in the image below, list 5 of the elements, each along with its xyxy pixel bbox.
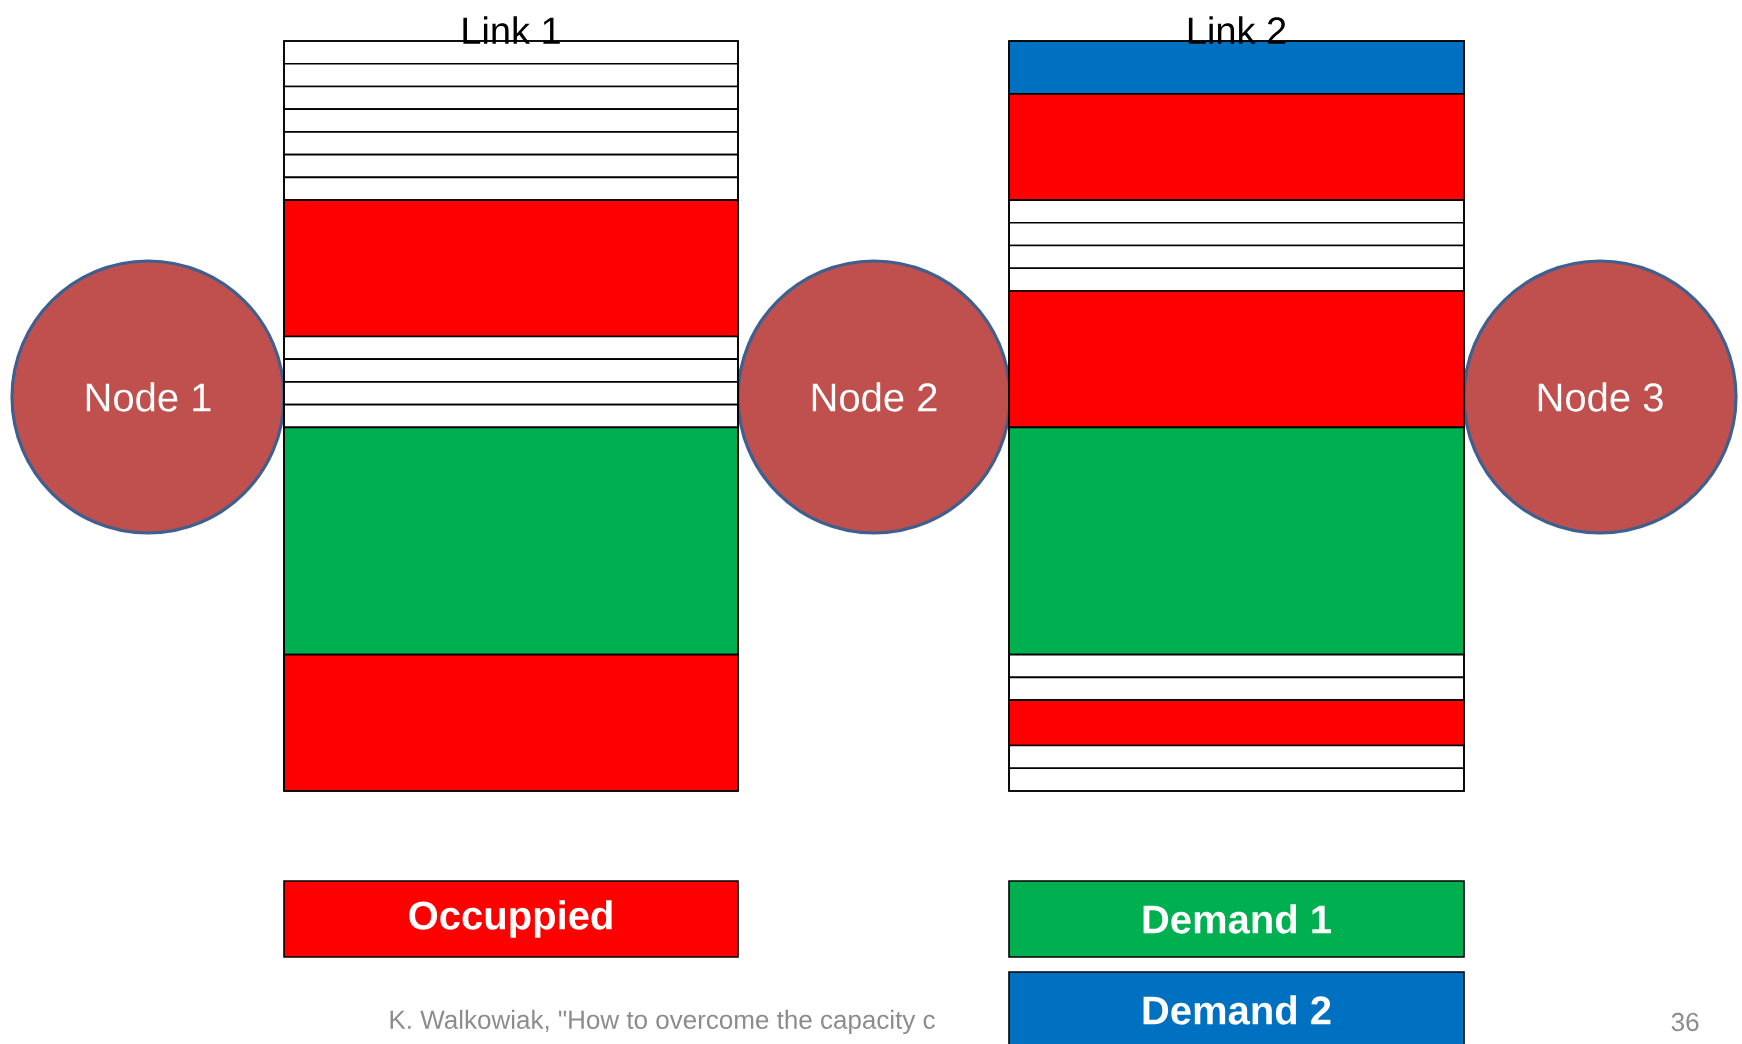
node-label: Link 1: [463, 16, 560, 44]
footer-text: K. Walkowiak, "How to overcome the capacity c: [390, 1009, 935, 1035]
page-number: 36: [1671, 1012, 1699, 1032]
node-label: Link 2: [1188, 16, 1286, 44]
link-spectrum-drawing: Link 1: [283, 16, 739, 792]
